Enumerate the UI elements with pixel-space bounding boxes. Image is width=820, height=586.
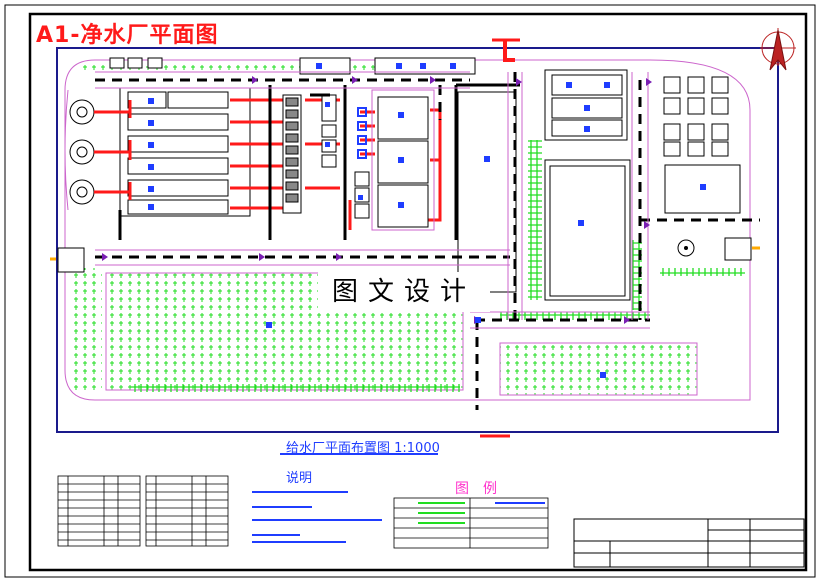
sludge-units	[663, 76, 729, 157]
intake-wells	[69, 99, 95, 205]
flow-arrows	[102, 76, 652, 324]
site-boundary	[56, 47, 779, 433]
notes-heading: 说明	[286, 471, 313, 486]
sedimentation-tanks	[119, 87, 251, 217]
water-pipes	[94, 38, 520, 438]
north-arrow-icon	[760, 28, 796, 71]
filter-tanks	[371, 89, 435, 231]
gate-west	[57, 247, 85, 273]
hedge-row-3	[500, 312, 650, 320]
lawn-left-strip	[72, 268, 102, 393]
hedge-row-2	[660, 268, 745, 276]
notes-text-lines	[252, 491, 382, 543]
lawn-top	[80, 62, 410, 72]
title-block	[573, 518, 805, 568]
hedge-east	[528, 140, 542, 300]
plan-caption-underline	[280, 453, 438, 455]
gate-east	[724, 237, 752, 261]
building-markers	[148, 63, 706, 378]
inner-frame	[28, 12, 808, 572]
lawn-south-east	[499, 342, 698, 396]
intake-green-arc	[64, 89, 69, 211]
valve-column	[321, 94, 370, 219]
plant-roads	[95, 72, 760, 410]
admin-buildings	[544, 69, 741, 301]
watermark: 图文设计	[318, 272, 490, 312]
hedge-east-2	[632, 240, 642, 310]
dosing-units	[357, 107, 367, 159]
sheet-title: A1-净水厂平面图	[36, 23, 219, 48]
road-edges	[95, 71, 650, 329]
filter-gallery	[282, 94, 302, 214]
equipment-tables	[57, 475, 229, 547]
clear-water-reservoir	[457, 91, 517, 293]
legend-heading: 图例	[455, 481, 511, 497]
hedge-row-1	[130, 384, 460, 392]
plan-caption: 给水厂平面布置图 1:1000	[286, 441, 440, 456]
legend-box	[393, 497, 549, 549]
outer-frame	[4, 4, 816, 578]
trunk-pipes	[118, 83, 520, 240]
plant-outline	[64, 59, 751, 401]
